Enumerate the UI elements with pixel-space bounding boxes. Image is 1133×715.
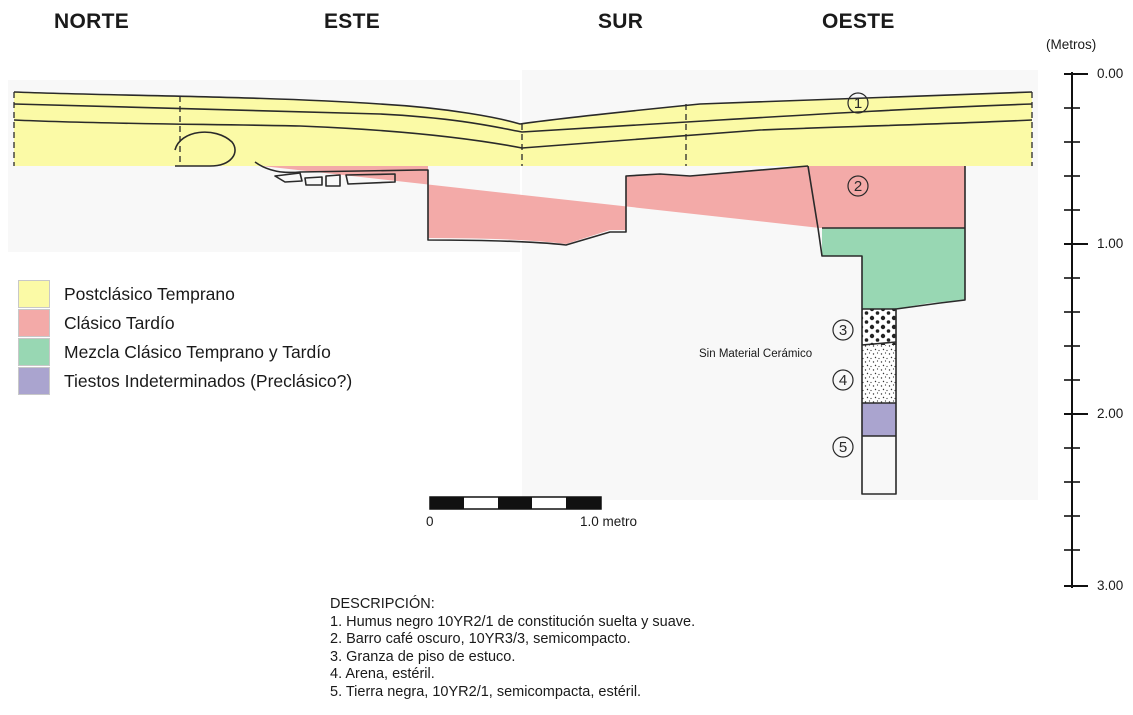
header-norte: NORTE bbox=[54, 10, 129, 33]
description-title: DESCRIPCIÓN: bbox=[330, 596, 435, 612]
legend-label: Mezcla Clásico Temprano y Tardío bbox=[64, 341, 331, 362]
marker-5-label: 5 bbox=[839, 439, 847, 456]
sand-boundary bbox=[861, 341, 897, 346]
legend-item-clasico-tardio: Clásico Tardío bbox=[18, 309, 352, 337]
scale-bar bbox=[429, 496, 602, 510]
meter-tick-label: 0.00 bbox=[1097, 66, 1124, 81]
marker-2-circle bbox=[847, 175, 869, 197]
description-item: 2. Barro café oscuro, 10YR3/3, semicompa… bbox=[330, 631, 631, 647]
scale-bar-end-label: 1.0 metro bbox=[580, 514, 638, 529]
marker-1-circle bbox=[847, 92, 869, 114]
meter-scale-minor-ticks bbox=[1064, 107, 1080, 551]
scale-bar-start-label: 0 bbox=[426, 514, 434, 529]
surface-line bbox=[13, 91, 1033, 125]
pebble-row bbox=[274, 172, 396, 187]
layer-mezcla-fill bbox=[822, 228, 965, 309]
meter-tick-label: 2.00 bbox=[1097, 406, 1124, 421]
header-este: ESTE bbox=[324, 10, 381, 33]
layer-clasico-tardio-fill bbox=[262, 166, 965, 244]
legend-swatch bbox=[18, 280, 50, 308]
legend-swatch bbox=[18, 309, 50, 337]
description-item: 1. Humus negro 10YR2/1 de constitución s… bbox=[330, 613, 696, 630]
marker-4-circle bbox=[832, 369, 854, 391]
legend: Postclásico Temprano Clásico Tardío Mezc… bbox=[18, 280, 352, 396]
layer-4-sand bbox=[862, 345, 896, 403]
legend-swatch bbox=[18, 338, 50, 366]
layer-3-gravel bbox=[862, 309, 896, 345]
legend-label: Postclásico Temprano bbox=[64, 283, 235, 304]
description-block: DESCRIPCIÓN: 1. Humus negro 10YR2/1 de c… bbox=[330, 596, 695, 701]
header-oeste: OESTE bbox=[822, 10, 895, 33]
marker-5-circle bbox=[832, 436, 854, 458]
legend-item-postclasico: Postclásico Temprano bbox=[18, 280, 352, 308]
marker-4-label: 4 bbox=[839, 372, 847, 389]
marker-1-label: 1 bbox=[854, 95, 862, 112]
legend-swatch bbox=[18, 367, 50, 395]
marker-3-circle bbox=[832, 319, 854, 341]
legend-label: Tiestos Indeterminados (Preclásico?) bbox=[64, 370, 353, 391]
meter-tick-label: 3.00 bbox=[1097, 578, 1124, 593]
description-item: 3. Granza de piso de estuco. bbox=[330, 648, 516, 665]
meter-scale-axis bbox=[1064, 72, 1088, 588]
humus-lower-line bbox=[13, 103, 1033, 133]
meter-tick-label: 1.00 bbox=[1097, 236, 1124, 251]
marker-2-label: 2 bbox=[854, 178, 862, 195]
boulder-outline bbox=[174, 131, 236, 167]
sin-material-label: Sin Material Cerámico bbox=[699, 348, 813, 360]
west-column-outline bbox=[807, 165, 966, 495]
description-item: 4. Arena, estéril. bbox=[330, 666, 435, 682]
pit-outline bbox=[254, 161, 809, 246]
layer-indeterminados-fill bbox=[862, 403, 896, 436]
marker-3-label: 3 bbox=[839, 322, 847, 339]
legend-item-mezcla: Mezcla Clásico Temprano y Tardío bbox=[18, 338, 352, 366]
meter-unit-label: (Metros) bbox=[1046, 37, 1097, 52]
description-item: 5. Tierra negra, 10YR2/1, semicompacta, … bbox=[330, 683, 642, 700]
header-sur: SUR bbox=[598, 10, 644, 33]
legend-item-indeterminados: Tiestos Indeterminados (Preclásico?) bbox=[18, 367, 352, 395]
legend-label: Clásico Tardío bbox=[64, 312, 175, 333]
